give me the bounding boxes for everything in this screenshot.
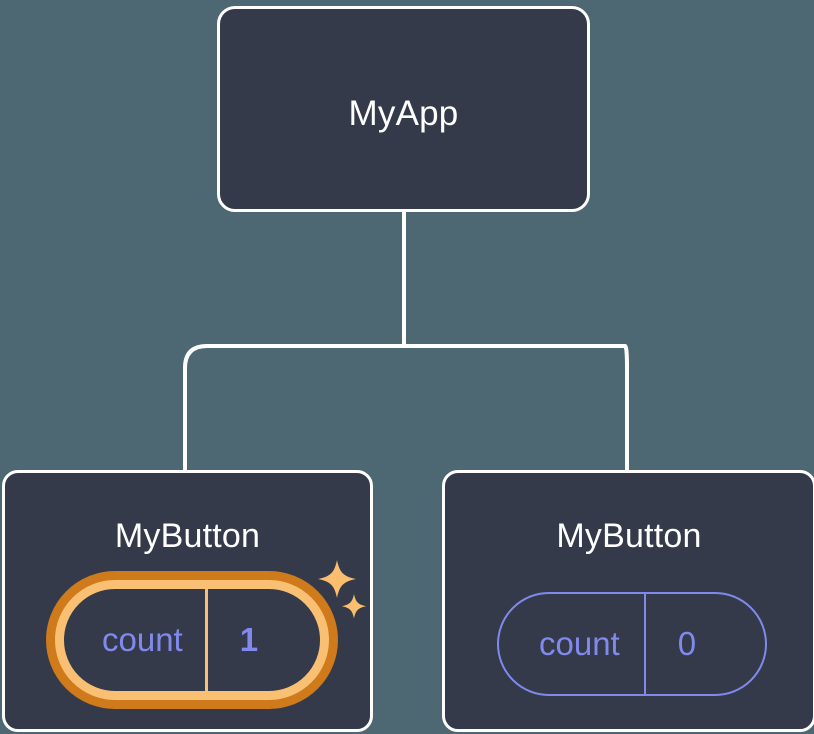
- component-name-label: MyButton: [556, 517, 702, 555]
- component-node-mybutton-right[interactable]: MyButton count 0: [442, 470, 814, 732]
- state-pill-highlighted[interactable]: count 1: [46, 571, 338, 709]
- state-key-label: count: [102, 621, 183, 658]
- state-value-label: 0: [643, 594, 728, 694]
- state-pill-plain[interactable]: count 0: [497, 592, 767, 696]
- component-name-label: MyApp: [348, 94, 459, 133]
- state-pill-inner-ring: count 1: [55, 580, 329, 700]
- state-pill-outer-ring: [46, 571, 338, 709]
- component-node-myapp[interactable]: MyApp: [217, 6, 590, 212]
- state-key-label: count: [539, 625, 620, 662]
- state-value-label: 1: [204, 589, 290, 691]
- component-name-label: MyButton: [114, 517, 261, 555]
- component-node-mybutton-left[interactable]: MyButton count 1: [2, 470, 373, 732]
